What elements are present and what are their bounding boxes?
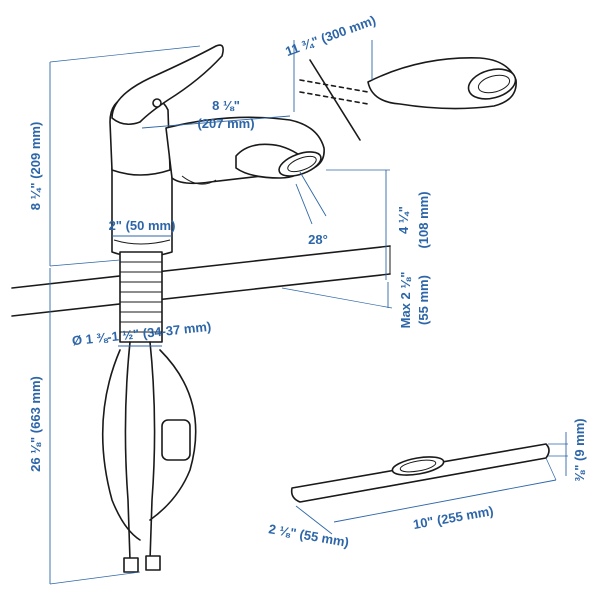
pullout-spray-head bbox=[299, 57, 517, 141]
spray-angle-label: 28° bbox=[308, 232, 328, 247]
spout-height-mm-label: (108 mm) bbox=[416, 191, 431, 248]
max-thickness-label: Max 2 ⅛" bbox=[398, 272, 413, 329]
countertop bbox=[11, 245, 391, 317]
plate-width-label: 2 ⅛" (55 mm) bbox=[267, 521, 350, 550]
spout-reach-label: 8 ⅛" bbox=[212, 98, 240, 113]
plate-length-label: 10" (255 mm) bbox=[412, 503, 495, 532]
max-thickness-mm-label: (55 mm) bbox=[416, 275, 431, 325]
base-diameter-label: 2" (50 mm) bbox=[109, 218, 176, 233]
shank-and-hoses bbox=[101, 251, 197, 573]
spout-height-label: 4 ¼" bbox=[396, 206, 411, 234]
hose-below-label: 26 ⅛" (663 mm) bbox=[28, 376, 43, 472]
spout-reach-mm-label: (207 mm) bbox=[197, 116, 254, 131]
plate-thickness-label: ⅜" (9 mm) bbox=[572, 418, 587, 481]
deck-plate bbox=[290, 443, 550, 503]
total-height-label: 8 ¼" (209 mm) bbox=[28, 122, 43, 211]
hose-length-label: 11 ¾" (300 mm) bbox=[283, 12, 377, 59]
dimension-lines bbox=[49, 40, 568, 585]
faucet-body bbox=[109, 44, 325, 258]
